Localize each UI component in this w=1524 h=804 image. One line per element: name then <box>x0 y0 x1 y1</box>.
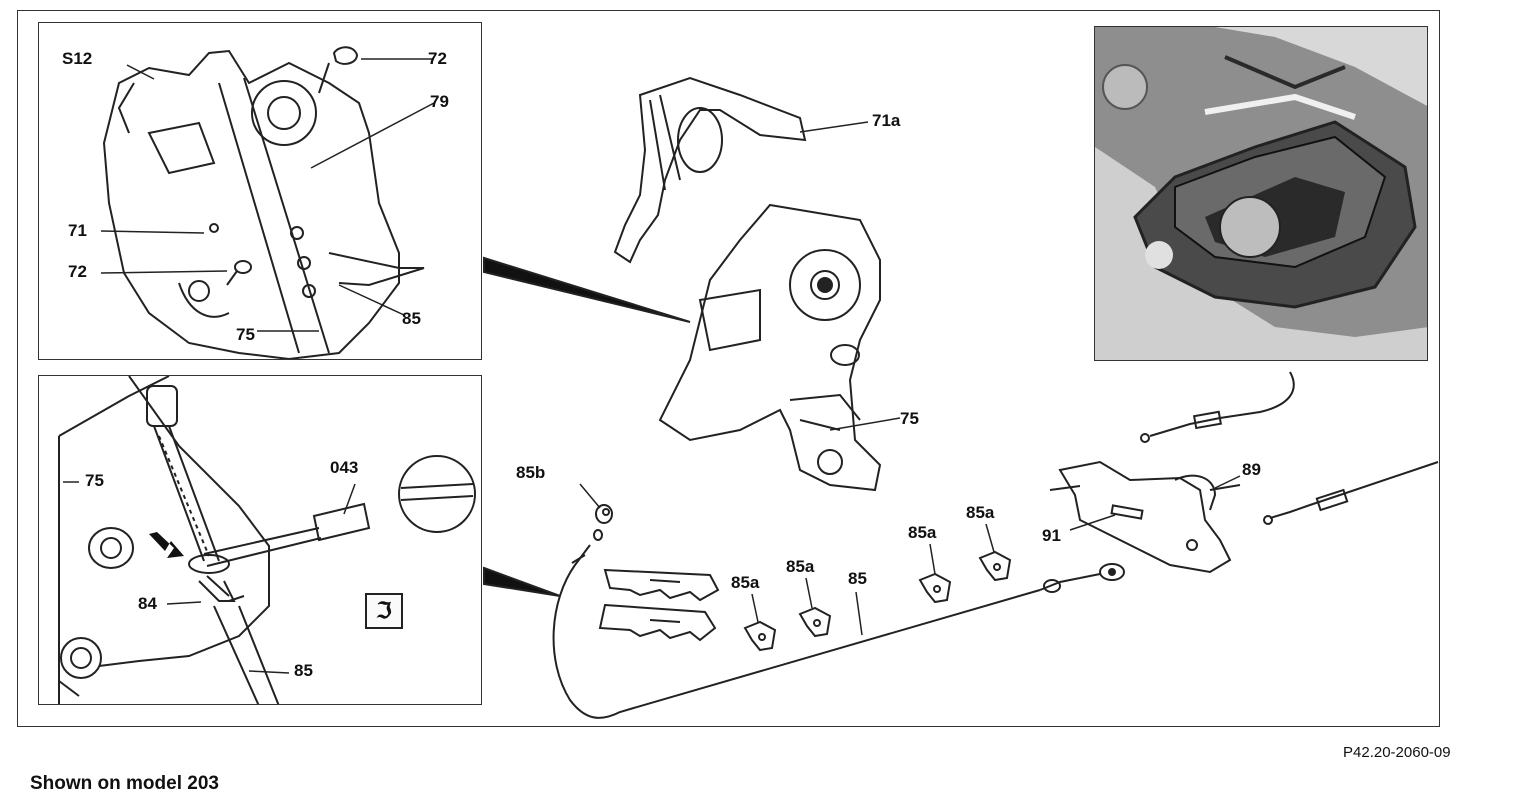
label-85b: 85b <box>516 463 546 482</box>
inset2-drawing <box>58 376 476 704</box>
push-arrow-icon <box>149 532 184 558</box>
detail-inset-cable-disconnect: ℑ <box>38 375 482 705</box>
label-71a: 71a <box>872 111 901 130</box>
label-85-inset2: 85 <box>294 661 313 680</box>
label-85a-4: 85a <box>966 503 995 522</box>
pointer-wedge-bottom <box>483 566 561 597</box>
pedal-bracket-75 <box>658 203 882 492</box>
label-s12: S12 <box>62 49 93 68</box>
lever-assembly-91 <box>1049 460 1241 574</box>
detail-inset-pedal-assembly <box>38 22 482 360</box>
cover-71a <box>613 76 807 264</box>
label-91: 91 <box>1042 526 1061 545</box>
cable-85 <box>552 544 1125 719</box>
label-75-inset1: 75 <box>236 325 255 344</box>
clips-85a <box>743 550 1012 652</box>
label-75-inset2: 75 <box>85 471 104 490</box>
label-85-main: 85 <box>848 569 867 588</box>
label-89: 89 <box>1242 460 1261 479</box>
cable-clip-holders <box>598 568 720 642</box>
label-85a-1: 85a <box>731 573 760 592</box>
label-85a-3: 85a <box>908 523 937 542</box>
label-043: 043 <box>330 458 359 477</box>
label-72-top: 72 <box>428 49 447 68</box>
upper-cable <box>1140 371 1439 525</box>
inset1-drawing <box>100 46 435 359</box>
photo-inset <box>1094 26 1428 361</box>
photo-rendering <box>1095 27 1427 360</box>
label-72-bottom: 72 <box>68 262 87 281</box>
label-85a-2: 85a <box>786 557 815 576</box>
label-75-main: 75 <box>900 409 919 428</box>
diagram-frame <box>17 10 1440 727</box>
special-tool-symbol-icon: ℑ <box>365 593 403 629</box>
figure-reference-code: P42.20-2060-09 <box>1343 744 1451 761</box>
leader-lines <box>579 121 1241 636</box>
figure-caption: Shown on model 203 <box>30 773 219 794</box>
grommet-85b <box>593 504 613 541</box>
label-85-inset1: 85 <box>402 309 421 328</box>
pointer-wedge-top <box>483 256 691 323</box>
label-84: 84 <box>138 594 157 613</box>
label-79: 79 <box>430 92 449 111</box>
label-71: 71 <box>68 221 87 240</box>
